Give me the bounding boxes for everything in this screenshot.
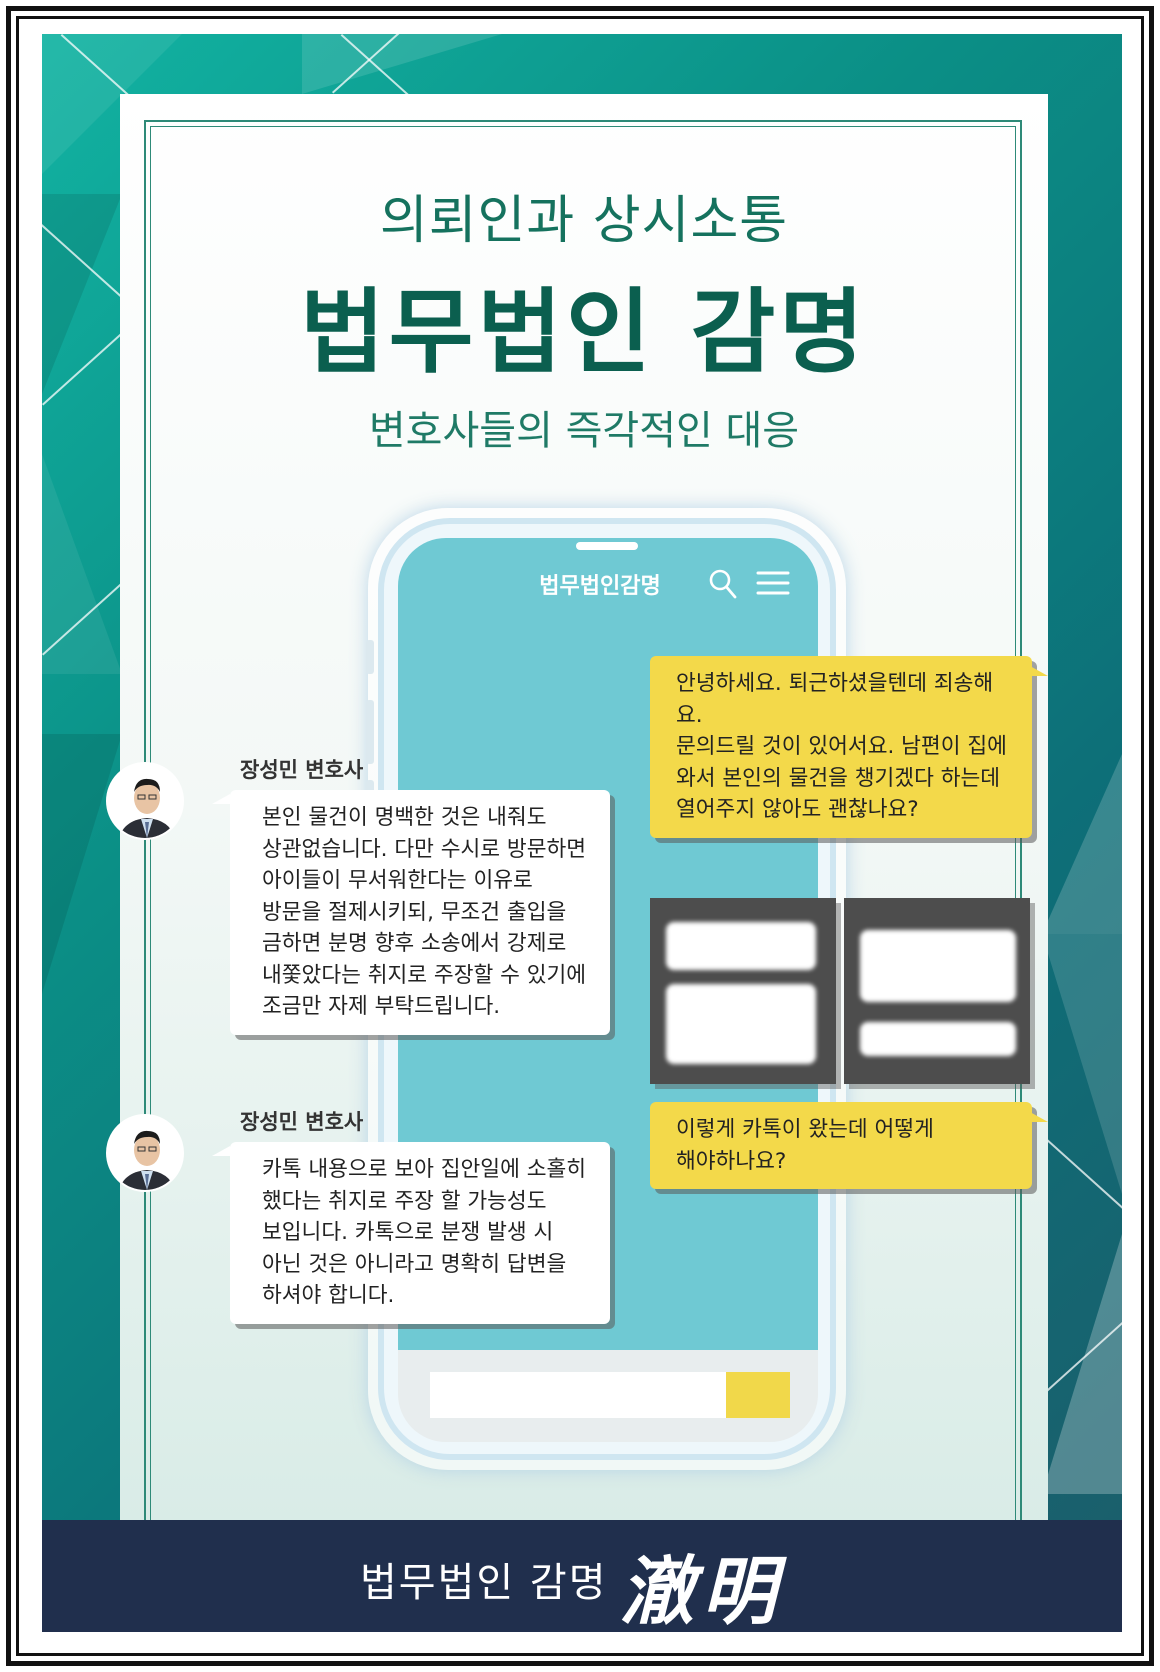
- blurred-chat-screenshot: [650, 898, 836, 1084]
- message-line: 하셔야 합니다.: [262, 1283, 395, 1308]
- bubble-tail: [1030, 666, 1048, 676]
- blurred-chat-screenshot: [844, 898, 1030, 1084]
- footer-firm-name: 법무법인 감명: [360, 1560, 608, 1606]
- headline-subtitle: 의뢰인과 상시소통: [379, 191, 789, 251]
- lawyer-reply-bubble: 본인 물건이 명백한 것은 내줘도 상관없습니다. 다만 수시로 방문하면 아이…: [230, 790, 610, 1035]
- footer-logo: 澈明: [620, 1549, 784, 1635]
- bubble-tail: [212, 794, 230, 804]
- message-line: 조금만 자제 부탁드립니다.: [262, 994, 501, 1019]
- lawyer-reply-bubble: 카톡 내용으로 보아 집안일에 소홀히 했다는 취지로 주장 할 가능성도 보입…: [230, 1142, 610, 1324]
- phone-speaker: [576, 542, 638, 550]
- lawyer-avatar: [106, 1114, 184, 1192]
- bubble-tail: [1030, 1112, 1048, 1122]
- message-line: 내쫓았다는 취지로 주장할 수 있기에: [262, 962, 587, 988]
- phone-side-button: [366, 640, 374, 674]
- headline-tagline: 변호사들의 즉각적인 대응: [368, 408, 800, 454]
- outer-frame: [6, 6, 1154, 1666]
- message-line: 금하면 분명 향후 소송에서 강제로: [262, 931, 567, 956]
- message-line: 카톡 내용으로 보아 집안일에 소홀히: [262, 1157, 587, 1182]
- message-line: 상관없습니다. 다만 수시로 방문하면: [262, 836, 587, 862]
- app-title: 법무법인감명: [539, 574, 661, 599]
- message-line: 아닌 것은 아니라고 명확히 답변을: [262, 1251, 567, 1277]
- message-line: 이렇게 카톡이 왔는데 어떻게: [676, 1117, 934, 1142]
- footer-bar: [42, 1520, 1122, 1632]
- message-line: 방문을 절제시키되, 무조건 출입을: [262, 899, 567, 925]
- message-line: 안녕하세요. 퇴근하셨을텐데 죄송해요.: [676, 671, 994, 728]
- message-line: 와서 본인의 물건을 챙기겠다 하는데: [676, 765, 1001, 791]
- search-icon[interactable]: [708, 568, 738, 600]
- message-line: 열어주지 않아도 괜찮나요?: [676, 797, 919, 822]
- phone-side-button: [366, 700, 374, 764]
- message-line: 했다는 취지로 주장 할 가능성도: [262, 1188, 547, 1214]
- client-message-bubble: 이렇게 카톡이 왔는데 어떻게 해야하나요?: [650, 1102, 1032, 1189]
- message-line: 문의드릴 것이 있어서요. 남편이 집에: [676, 734, 1007, 759]
- lawyer-name: 장성민 변호사: [240, 1110, 364, 1134]
- inner-frame: [16, 16, 1144, 1656]
- client-message-bubble: 안녕하세요. 퇴근하셨을텐데 죄송해요. 문의드릴 것이 있어서요. 남편이 집…: [650, 656, 1032, 838]
- message-line: 본인 물건이 명백한 것은 내줘도: [262, 805, 547, 830]
- message-line: 보입니다. 카톡으로 분쟁 발생 시: [262, 1220, 554, 1245]
- lawyer-name: 장성민 변호사: [240, 758, 364, 782]
- bubble-tail: [212, 1146, 230, 1156]
- message-input[interactable]: [430, 1372, 730, 1418]
- menu-icon[interactable]: [756, 570, 790, 596]
- message-line: 아이들이 무서워한다는 이유로: [262, 868, 533, 893]
- headline-title: 법무법인 감명: [300, 279, 868, 386]
- send-button[interactable]: [726, 1372, 790, 1418]
- lawyer-avatar: [106, 762, 184, 840]
- message-line: 해야하나요?: [676, 1148, 787, 1174]
